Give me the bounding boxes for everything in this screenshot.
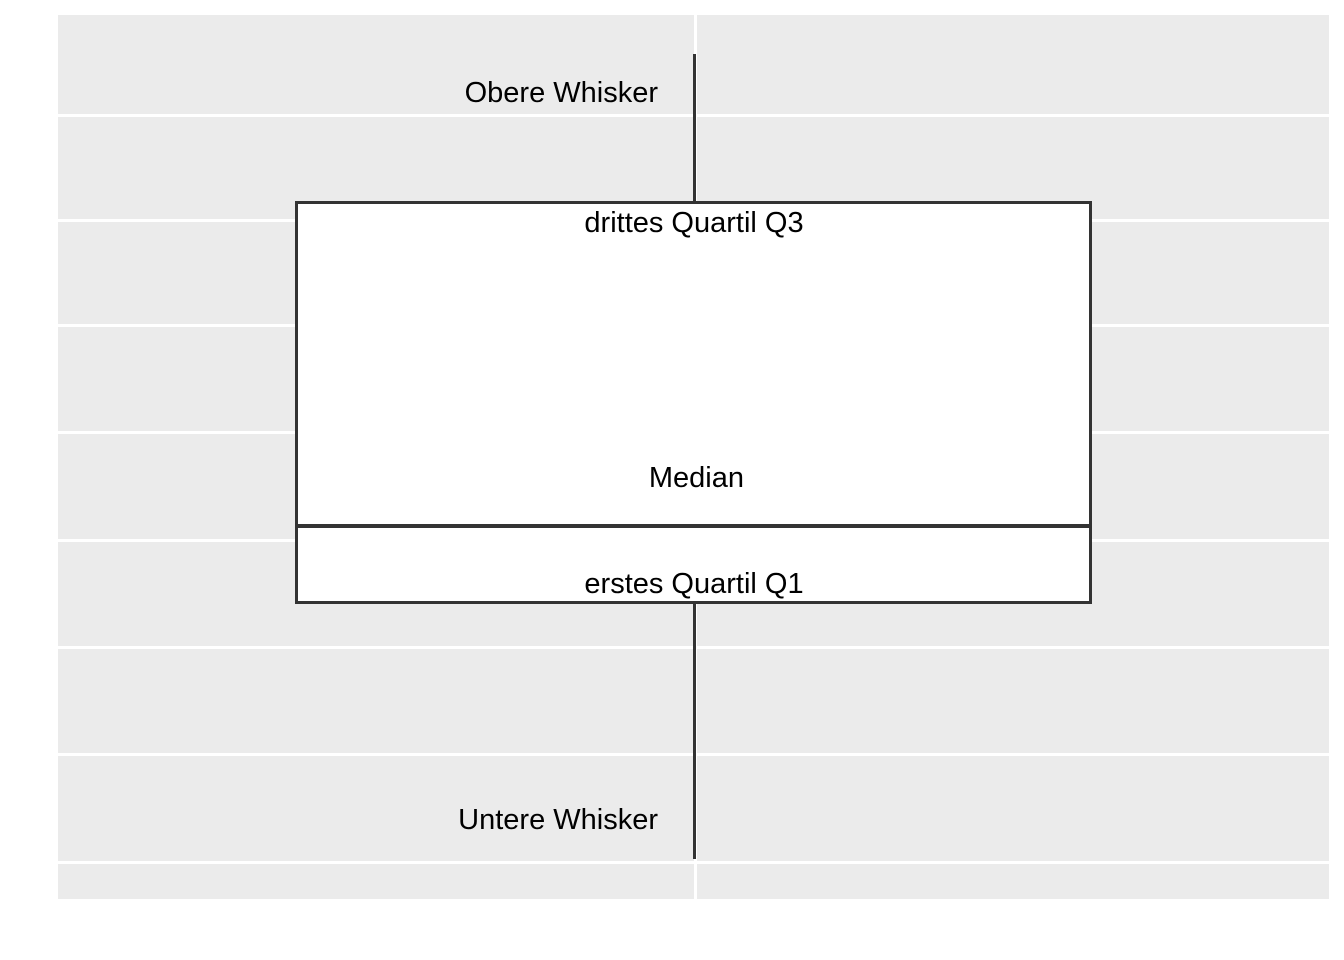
interquartile-box	[295, 201, 1092, 604]
label-upper-whisker: Obere Whisker	[464, 77, 658, 109]
gridline-horizontal	[58, 861, 1329, 864]
label-q1: erstes Quartil Q1	[584, 568, 804, 600]
label-lower-whisker: Untere Whisker	[458, 804, 658, 836]
lower-whisker-line	[693, 602, 696, 859]
median-line	[295, 524, 1092, 528]
label-q3: drittes Quartil Q3	[584, 207, 804, 239]
upper-whisker-line	[693, 54, 696, 217]
label-median: Median	[648, 462, 744, 494]
plot-panel	[58, 15, 1329, 899]
